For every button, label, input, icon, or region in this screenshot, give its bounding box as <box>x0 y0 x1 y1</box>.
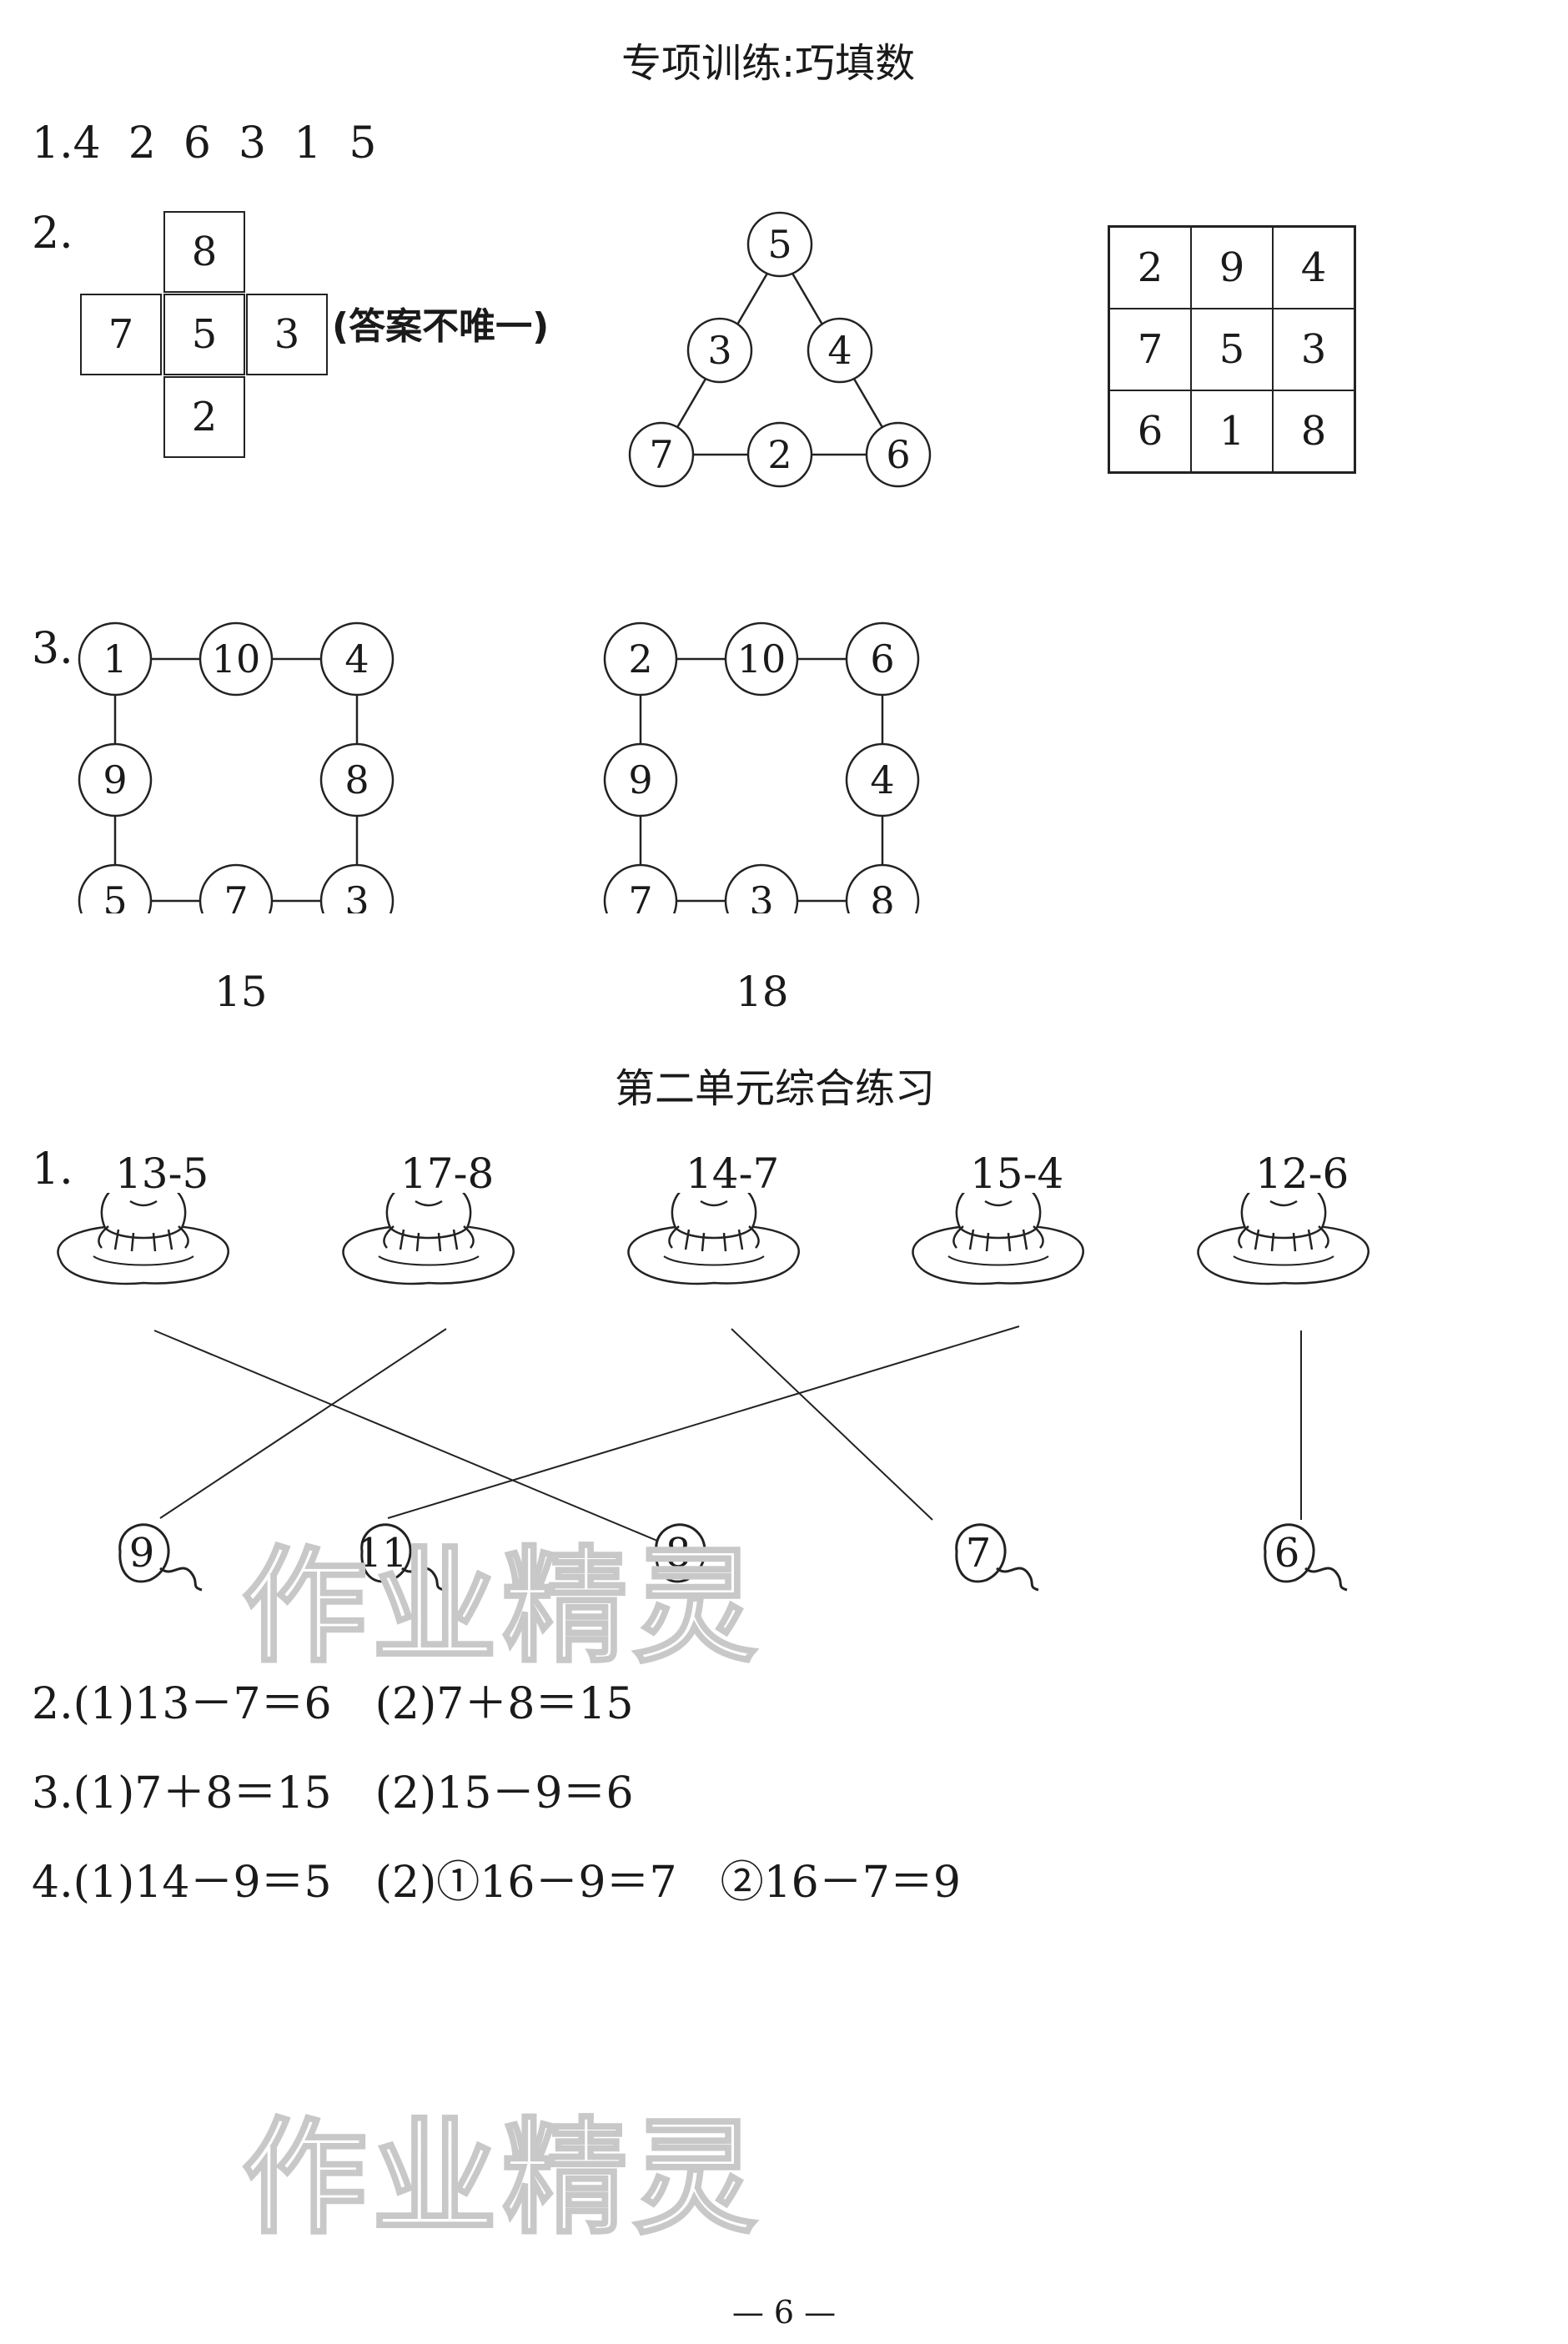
cross-cell-right: 3 <box>246 294 328 375</box>
triangle-mid-right: 4 <box>827 328 852 373</box>
match-line-13-5-to-8 <box>153 1330 668 1546</box>
page-number: — 6 — <box>731 2294 837 2331</box>
square-diagram-b: 2 10 6 9 4 7 3 8 <box>603 621 920 913</box>
tadpole-number: 9 <box>129 1530 155 1577</box>
q1-label: 1. <box>32 118 73 169</box>
cross-cell-top: 8 <box>163 211 245 293</box>
square-a-bottom-right: 3 <box>344 878 369 913</box>
cross-cell-center: 5 <box>163 294 245 375</box>
triangle-bottom-left: 7 <box>649 432 673 477</box>
square-b-mid-right: 4 <box>870 757 894 802</box>
square-a-bottom-mid: 7 <box>224 878 248 913</box>
square-a-top-mid: 10 <box>212 636 261 682</box>
cross-cell-bottom: 2 <box>163 376 245 458</box>
square-a-top-left: 1 <box>103 636 127 682</box>
square-b-top-right: 6 <box>870 636 894 682</box>
triangle-bottom-right: 6 <box>886 432 910 477</box>
frog-icon <box>627 1193 800 1285</box>
magic-square: 2 9 4 7 5 3 6 1 8 <box>1108 225 1356 474</box>
frog-expression: 13-5 <box>115 1149 209 1198</box>
answer-not-unique-note: (答案不唯一) <box>332 305 550 348</box>
triangle-bottom-mid: 2 <box>767 432 792 477</box>
s2-q1-label: 1. <box>32 1144 73 1195</box>
section-title-special-training: 专项训练:巧填数 <box>621 40 916 87</box>
triangle-diagram: 5 3 4 7 2 6 <box>628 211 932 488</box>
square-a-sum: 15 <box>214 968 268 1016</box>
square-a-top-right: 4 <box>344 636 369 682</box>
square-b-sum: 18 <box>736 968 789 1016</box>
square-b-bottom-left: 7 <box>628 878 652 913</box>
magic-cell: 2 <box>1109 227 1191 309</box>
q1-answer-row: 1.4 2 6 3 1 5 <box>32 118 376 169</box>
triangle-mid-left: 3 <box>707 328 731 373</box>
magic-cell: 9 <box>1191 227 1273 309</box>
square-a-mid-left: 9 <box>103 757 127 802</box>
tadpole-number: 7 <box>966 1530 992 1577</box>
magic-cell: 1 <box>1191 390 1273 472</box>
match-line-15-4-to-11 <box>387 1325 1020 1519</box>
tadpole-number: 6 <box>1274 1530 1300 1577</box>
s2-q4-answer: 4.(1)14－9＝5 (2)①16－9＝7 ②16－7＝9 <box>32 1858 961 1908</box>
watermark-upper: 作业精灵 <box>240 1534 763 1682</box>
square-a-bottom-left: 5 <box>103 878 127 913</box>
magic-cell: 7 <box>1109 309 1191 390</box>
square-a-mid-right: 8 <box>344 757 369 802</box>
s2-q2-answer: 2.(1)13－7＝6 (2)7＋8＝15 <box>32 1679 634 1729</box>
cross-cell-left: 7 <box>80 294 162 375</box>
q2-label: 2. <box>32 209 73 259</box>
match-line-14-7-to-7 <box>731 1328 933 1521</box>
frog-icon <box>342 1193 515 1285</box>
square-b-bottom-right: 8 <box>870 878 894 913</box>
section-title-unit-two: 第二单元综合练习 <box>615 1065 936 1112</box>
frog-expression: 14-7 <box>686 1149 780 1198</box>
tadpole-number: 11 <box>356 1530 407 1577</box>
s2-q3-answer: 3.(1)7＋8＝15 (2)15－9＝6 <box>32 1768 634 1818</box>
frog-expression: 12-6 <box>1255 1149 1349 1198</box>
frog-icon <box>57 1193 229 1285</box>
square-b-mid-left: 9 <box>628 757 652 802</box>
frog-icon <box>1197 1193 1369 1285</box>
frog-expression: 15-4 <box>970 1149 1064 1198</box>
triangle-top: 5 <box>767 222 792 267</box>
frog-matching-diagram: 9 11 8 7 6 <box>57 1193 1369 1592</box>
magic-cell: 6 <box>1109 390 1191 472</box>
q3-label: 3. <box>32 624 73 674</box>
match-line-17-8-to-9 <box>159 1328 447 1519</box>
magic-cell: 3 <box>1273 309 1354 390</box>
frog-expression: 17-8 <box>400 1149 495 1198</box>
frog-icon <box>912 1193 1084 1285</box>
tadpole-number: 8 <box>666 1530 691 1577</box>
square-diagram-a: 1 10 4 9 8 5 7 3 <box>78 621 395 913</box>
square-b-top-mid: 10 <box>737 636 787 682</box>
magic-cell: 5 <box>1191 309 1273 390</box>
q1-answer: 4 2 6 3 1 5 <box>73 118 377 169</box>
watermark-lower: 作业精灵 <box>240 2105 763 2253</box>
magic-cell: 4 <box>1273 227 1354 309</box>
square-b-bottom-mid: 3 <box>749 878 773 913</box>
magic-cell: 8 <box>1273 390 1354 472</box>
square-b-top-left: 2 <box>628 636 652 682</box>
